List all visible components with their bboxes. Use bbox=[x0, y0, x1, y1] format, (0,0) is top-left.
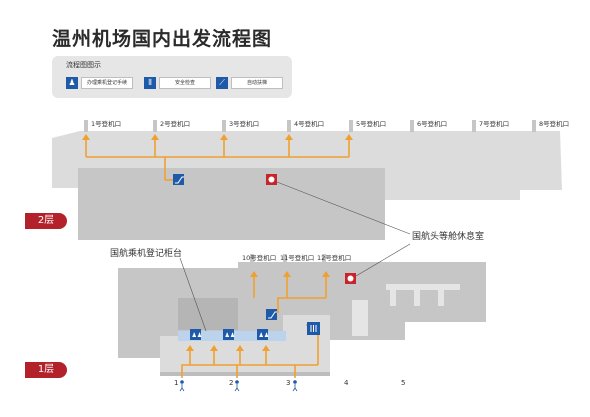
floor-badge-2f: 2层 bbox=[25, 213, 67, 229]
legend-item-security: ⫴ 安全检查 bbox=[144, 76, 211, 90]
route-2f-arrows bbox=[82, 134, 353, 140]
checkin-icon: ♟♟ bbox=[190, 329, 202, 340]
gate-10-label: 10号登机口 bbox=[242, 253, 276, 262]
door-5-label: 5 bbox=[401, 379, 405, 387]
svg-text:♟♟: ♟♟ bbox=[225, 332, 236, 339]
gate-6-label: 6号登机口 bbox=[417, 119, 447, 128]
lounge-icon bbox=[266, 174, 277, 185]
lounge-callout-line-1f bbox=[355, 243, 411, 277]
floor-1-building bbox=[118, 254, 486, 376]
legend-item-checkin: ♟ 办理乘机登记手续 bbox=[66, 76, 133, 90]
svg-text:♟♟: ♟♟ bbox=[259, 332, 270, 339]
page-title: 温州机场国内出发流程图 bbox=[52, 28, 273, 50]
legend-label-checkin: 办理乘机登记手续 bbox=[81, 77, 133, 89]
passenger-icon bbox=[292, 384, 298, 392]
gate-11-label: 11号登机口 bbox=[280, 253, 314, 262]
lounge-callout-label: 国航头等舱休息室 bbox=[412, 230, 484, 242]
gate-3-label: 3号登机口 bbox=[229, 119, 259, 128]
door-markers: 1 2 3 4 5 bbox=[174, 379, 405, 392]
gate-4-label: 4号登机口 bbox=[294, 119, 324, 128]
escalator-icon: ⟋ bbox=[216, 77, 228, 89]
floor-badge-1f: 1层 bbox=[25, 362, 67, 378]
lounge-callout-line-2f bbox=[276, 181, 411, 235]
door-1-label: 1 bbox=[174, 379, 178, 387]
escalator-icon bbox=[173, 174, 184, 185]
route-1f bbox=[181, 276, 327, 378]
gate-8-label: 8号登机口 bbox=[539, 119, 569, 128]
checkin-icon: ♟ bbox=[66, 77, 78, 89]
passenger-icon bbox=[235, 380, 239, 384]
passenger-icon bbox=[234, 384, 240, 392]
door-4-label: 4 bbox=[344, 379, 349, 387]
gate-5-label: 5号登机口 bbox=[356, 119, 386, 128]
checkin-icon: ♟♟ bbox=[257, 329, 269, 340]
gate-1-label: 1号登机口 bbox=[91, 119, 121, 128]
security-icon bbox=[307, 322, 320, 335]
passenger-icon bbox=[180, 380, 184, 384]
route-2f bbox=[85, 139, 350, 181]
escalator-icon bbox=[266, 309, 277, 320]
checkin-callout-label: 国航乘机登记柜台 bbox=[110, 247, 182, 259]
passenger-icon bbox=[293, 380, 297, 384]
passenger-icon bbox=[179, 384, 185, 392]
gate-2-label: 2号登机口 bbox=[160, 119, 190, 128]
legend-label-escalator: 自动扶梯 bbox=[231, 77, 283, 89]
checkin-callout-line bbox=[179, 257, 207, 332]
legend-item-escalator: ⟋ 自动扶梯 bbox=[216, 76, 283, 90]
legend-panel: 流程图图示 ♟ 办理乘机登记手续 ⫴ 安全检查 ⟋ 自动扶梯 bbox=[52, 56, 292, 98]
gate-12-label: 12号登机口 bbox=[317, 253, 351, 262]
svg-text:♟♟: ♟♟ bbox=[192, 332, 203, 339]
door-2-label: 2 bbox=[229, 379, 233, 387]
legend-label-security: 安全检查 bbox=[159, 77, 211, 89]
gate-labels-1f: 10号登机口 11号登机口 12号登机口 bbox=[242, 253, 351, 262]
door-3-label: 3 bbox=[286, 379, 290, 387]
checkin-icon: ♟♟ bbox=[223, 329, 235, 340]
lounge-icon bbox=[345, 273, 356, 284]
gate-7-label: 7号登机口 bbox=[479, 119, 509, 128]
security-icon: ⫴ bbox=[144, 77, 156, 89]
route-1f-arrows bbox=[186, 271, 330, 351]
gate-labels-2f: 1号登机口 2号登机口 3号登机口 4号登机口 5号登机口 6号登机口 7号登机… bbox=[91, 119, 569, 128]
floor-2-building bbox=[52, 120, 562, 240]
legend-title: 流程图图示 bbox=[66, 61, 101, 69]
